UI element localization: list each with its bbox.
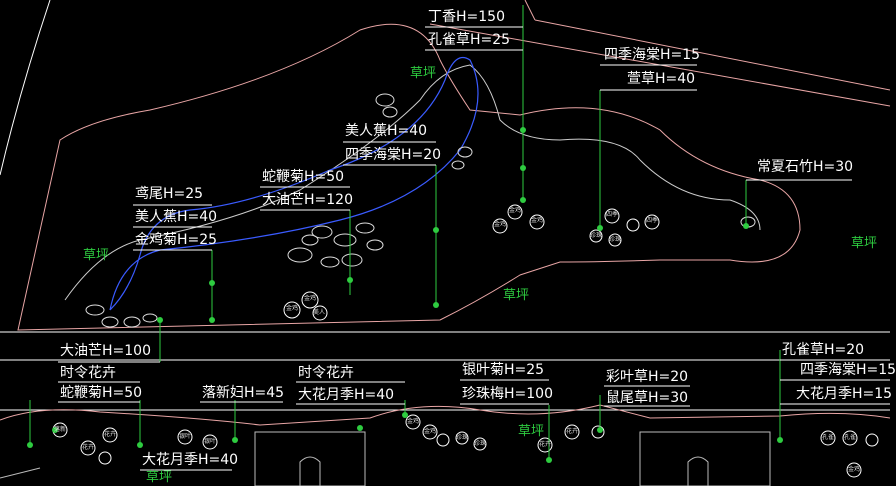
label-shemuju-bottom[interactable]: 蛇鞭菊H=50 (60, 385, 143, 401)
rock-cluster-main (85, 93, 756, 328)
building-door-2 (687, 456, 709, 486)
label-shuweicao[interactable]: 鼠尾草H=30 (606, 390, 689, 406)
boundary-line-top-2 (534, 19, 891, 91)
label-caiyecao[interactable]: 彩叶草H=20 (606, 369, 689, 385)
plant-tag: 孔雀 (822, 434, 835, 441)
plant-tag: 金鸡 (304, 295, 317, 302)
plant-tag: 花卉 (82, 444, 95, 451)
grass-label-2: 草坪 (83, 248, 110, 263)
label-yinyeju[interactable]: 银叶菊H=25 (462, 362, 545, 378)
plant-tag: 珍珠 (609, 236, 622, 243)
plant-tag: 金鸡 (286, 305, 299, 312)
plant-tag: 四季 (606, 211, 619, 218)
label-kongquecao-top[interactable]: 孔雀草H=25 (428, 32, 511, 48)
plant-tag: 四季 (646, 217, 659, 224)
plant-tag: 落新 (54, 426, 67, 433)
label-shilinghuahui-left[interactable]: 时令花卉 (60, 365, 116, 381)
plant-tag: 花卉 (566, 428, 579, 435)
boundary-arc-line (0, 0, 51, 176)
plant-tag: 金鸡 (407, 418, 420, 425)
label-meirenjiao-left[interactable]: 美人蕉H=40 (135, 209, 218, 225)
label-changxiashizhu[interactable]: 常夏石竹H=30 (757, 159, 854, 175)
label-shilinghuahui-mid[interactable]: 时令花卉 (298, 365, 354, 381)
grass-label-5: 草坪 (518, 424, 545, 439)
boundary-corner (524, 0, 536, 21)
lower-bed-outline (0, 404, 891, 426)
label-dahuayueji-right[interactable]: 大花月季H=15 (796, 386, 893, 402)
grass-label-4: 草坪 (851, 236, 878, 251)
label-dayoumang-bottom[interactable]: 大油芒H=100 (60, 343, 151, 359)
label-dingxiang[interactable]: 丁香H=150 (428, 9, 505, 25)
plant-tag: 花卉 (539, 441, 552, 448)
grass-label-6: 草坪 (146, 470, 173, 485)
label-jinjiju[interactable]: 金鸡菊H=25 (135, 232, 218, 248)
label-dahuayueji-bottom[interactable]: 大花月季H=40 (142, 452, 239, 468)
grass-label-1: 草坪 (410, 66, 437, 81)
plant-tag: 花卉 (104, 431, 117, 438)
label-kongquecao-right[interactable]: 孔雀草H=20 (782, 342, 865, 358)
plant-tag: 金鸡 (531, 217, 544, 224)
label-sijihaitang-right[interactable]: 四季海棠H=15 (800, 362, 896, 378)
plant-tag: 银叶 (179, 433, 192, 440)
grass-label-3: 草坪 (503, 288, 530, 303)
bottom-wall-left (0, 467, 41, 479)
label-xuancao[interactable]: 萱草H=40 (627, 71, 696, 87)
plant-tag: 孔雀 (844, 434, 857, 441)
plant-tag: 金鸡 (509, 207, 522, 214)
plant-tag: 珍珠 (590, 232, 603, 239)
plant-tag: 珍珠 (456, 434, 469, 441)
building-door-1 (299, 456, 321, 486)
plant-symbols (52, 204, 879, 478)
building-block-1 (254, 431, 366, 486)
leader-dots (27, 127, 783, 463)
plant-tag: 金鸡 (848, 466, 861, 473)
label-shemuju-mid[interactable]: 蛇鞭菊H=50 (262, 169, 345, 185)
plant-tag: 金鸡 (424, 428, 437, 435)
plant-tag: 美人 (313, 309, 326, 316)
water-edge-line (109, 56, 479, 311)
plant-tag: 珍珠 (474, 440, 487, 447)
bed-inner-line (64, 64, 761, 301)
plant-tag: 银叶 (204, 438, 217, 445)
label-dahuayueji-mid[interactable]: 大花月季H=40 (298, 387, 395, 403)
bed-outline-main (17, 23, 801, 331)
label-meirenjiao-mid[interactable]: 美人蕉H=40 (345, 123, 428, 139)
label-sijihaitang-top[interactable]: 四季海棠H=15 (604, 47, 701, 63)
label-luoxinfu[interactable]: 落新妇H=45 (202, 385, 285, 401)
building-block-2 (639, 431, 771, 486)
label-sijihaitang-mid[interactable]: 四季海棠H=20 (345, 147, 442, 163)
label-dayoumang-mid[interactable]: 大油芒H=120 (262, 192, 353, 208)
label-zhenzhumei[interactable]: 珍珠梅H=100 (462, 386, 553, 402)
label-yuanwei[interactable]: 鸢尾H=25 (135, 186, 204, 202)
label-underlines (58, 26, 890, 471)
plant-tag: 金鸡 (494, 221, 507, 228)
